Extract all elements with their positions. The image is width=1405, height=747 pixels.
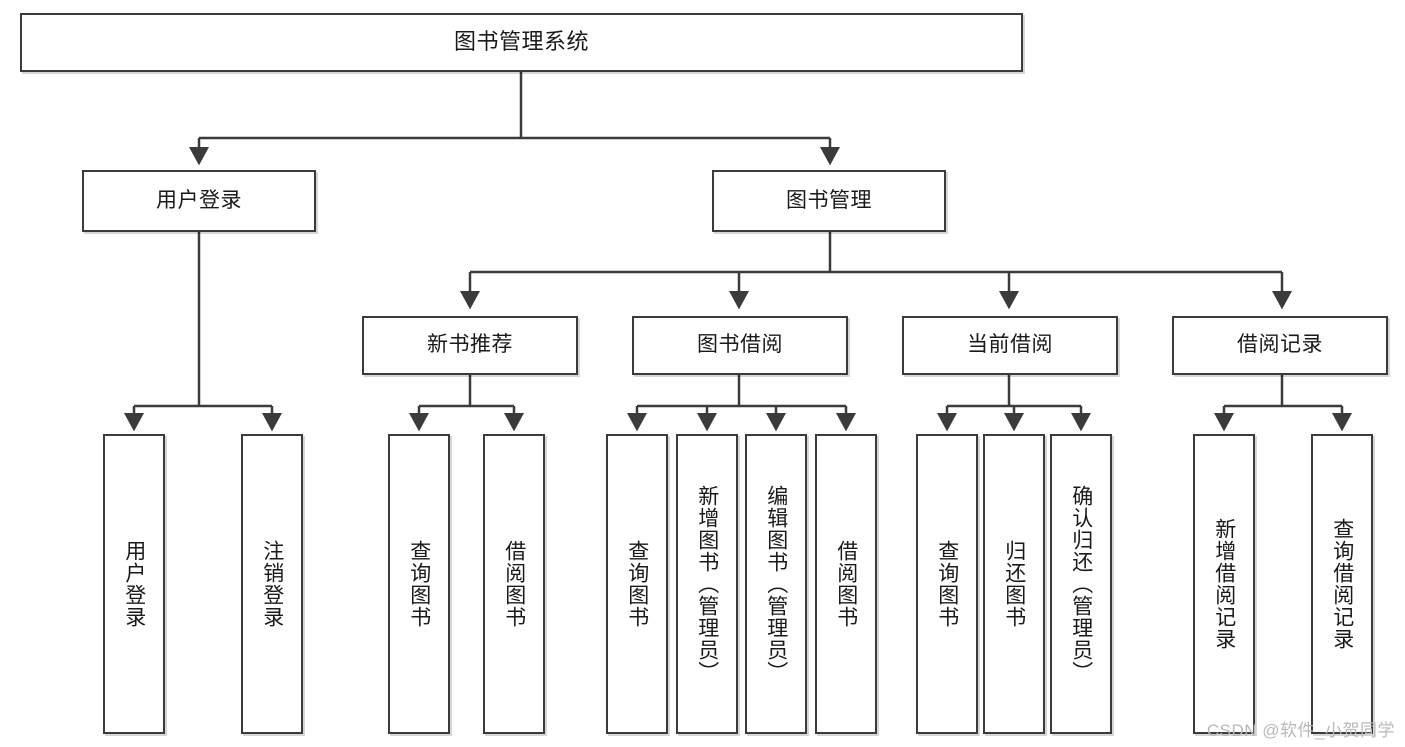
node-leaf-query-record-label: 查询借阅记录 xyxy=(1330,518,1354,650)
node-leaf-borrow-book-1[interactable]: 借阅图书 xyxy=(483,434,545,734)
node-leaf-return-book-label: 归还图书 xyxy=(1002,540,1026,628)
node-user-login[interactable]: 用户登录 xyxy=(82,170,316,232)
node-leaf-user-login-label: 用户登录 xyxy=(122,540,146,628)
node-leaf-user-login[interactable]: 用户登录 xyxy=(103,434,165,734)
node-user-login-label: 用户登录 xyxy=(156,188,242,212)
node-leaf-edit-book[interactable]: 编辑图书（管理员） xyxy=(745,434,807,734)
node-leaf-query-book-2-label: 查询图书 xyxy=(625,540,649,628)
node-leaf-add-record-label: 新增借阅记录 xyxy=(1212,518,1236,650)
node-leaf-query-book-3-label: 查询图书 xyxy=(935,540,959,628)
node-leaf-query-book-1-label: 查询图书 xyxy=(407,540,431,628)
node-leaf-borrow-book-2[interactable]: 借阅图书 xyxy=(815,434,877,734)
node-leaf-add-record[interactable]: 新增借阅记录 xyxy=(1193,434,1255,734)
node-new-book-rec-label: 新书推荐 xyxy=(427,333,513,357)
node-borrow-record[interactable]: 借阅记录 xyxy=(1172,316,1388,375)
node-leaf-query-book-3[interactable]: 查询图书 xyxy=(916,434,978,734)
node-leaf-borrow-book-1-label: 借阅图书 xyxy=(502,540,526,628)
node-leaf-return-book[interactable]: 归还图书 xyxy=(983,434,1045,734)
node-root-label: 图书管理系统 xyxy=(453,29,589,55)
node-leaf-logout[interactable]: 注销登录 xyxy=(241,434,303,734)
node-leaf-query-record[interactable]: 查询借阅记录 xyxy=(1311,434,1373,734)
node-book-manage-label: 图书管理 xyxy=(786,188,872,212)
node-leaf-confirm-return-label: 确认归还（管理员） xyxy=(1069,485,1093,683)
node-book-borrow-label: 图书借阅 xyxy=(697,333,783,357)
node-current-borrow[interactable]: 当前借阅 xyxy=(902,316,1118,375)
node-leaf-add-book[interactable]: 新增图书（管理员） xyxy=(676,434,738,734)
node-book-manage[interactable]: 图书管理 xyxy=(712,170,946,232)
node-borrow-record-label: 借阅记录 xyxy=(1237,333,1323,357)
node-leaf-query-book-2[interactable]: 查询图书 xyxy=(606,434,668,734)
node-leaf-add-book-label: 新增图书（管理员） xyxy=(695,485,719,683)
node-book-borrow[interactable]: 图书借阅 xyxy=(632,316,848,375)
node-new-book-rec[interactable]: 新书推荐 xyxy=(362,316,578,375)
node-leaf-edit-book-label: 编辑图书（管理员） xyxy=(764,485,788,683)
node-root[interactable]: 图书管理系统 xyxy=(20,13,1023,72)
csdn-watermark: CSDN @软件_小贺同学 xyxy=(1206,721,1395,740)
node-leaf-logout-label: 注销登录 xyxy=(260,540,284,628)
node-current-borrow-label: 当前借阅 xyxy=(967,333,1053,357)
node-leaf-borrow-book-2-label: 借阅图书 xyxy=(834,540,858,628)
node-leaf-query-book-1[interactable]: 查询图书 xyxy=(388,434,450,734)
node-leaf-confirm-return[interactable]: 确认归还（管理员） xyxy=(1050,434,1112,734)
